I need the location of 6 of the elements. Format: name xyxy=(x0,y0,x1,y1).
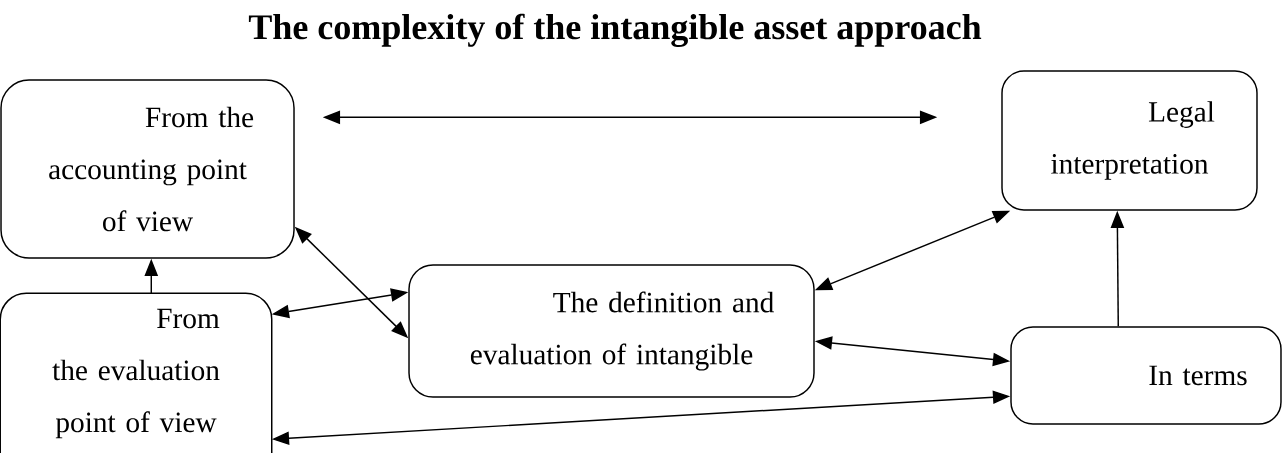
process-box: Legal interpretation xyxy=(1001,70,1258,211)
process-box: In terms xyxy=(1010,326,1282,425)
process-box: From the evaluation point of view xyxy=(0,292,273,453)
title: The complexity of the intangible asset approach xyxy=(248,13,982,47)
process-box: From the accounting point of view xyxy=(0,79,295,259)
process-box: The definition and evaluation of intangible xyxy=(408,264,815,398)
